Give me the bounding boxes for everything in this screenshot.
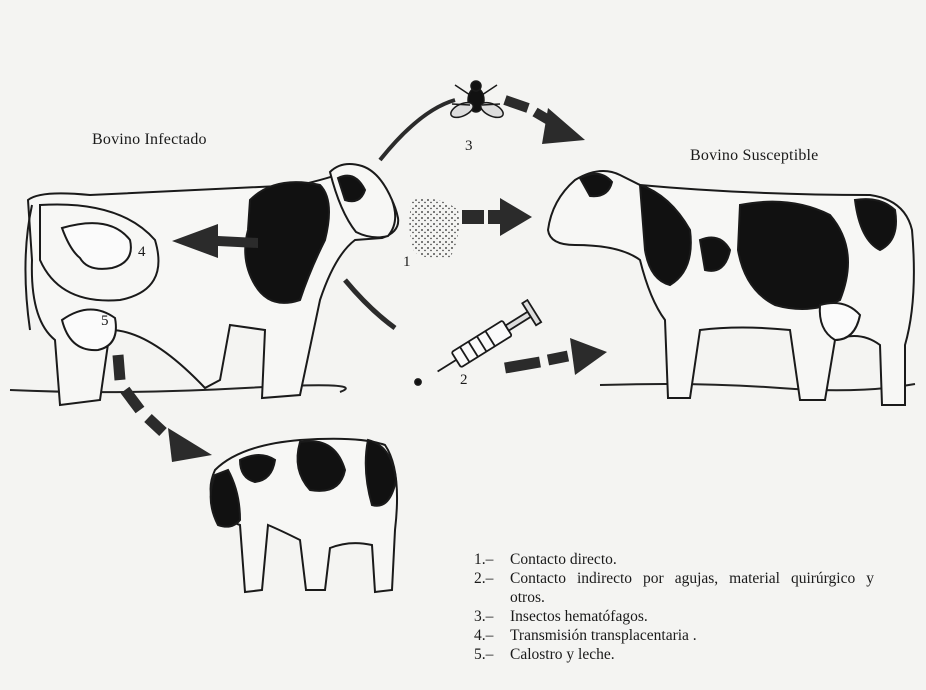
arrow-route-2 (345, 280, 395, 328)
legend-text: Calostro y leche. (510, 646, 615, 663)
legend-text: Contacto indirecto por agujas, material … (510, 569, 874, 607)
caption-susceptible-cow: Bovino Susceptible (690, 147, 818, 165)
arrow-route-1-dash-a (462, 210, 484, 224)
legend-text: Insectos hematófagos. (510, 608, 648, 625)
ground-right (600, 384, 915, 390)
legend-item-4: 4.– Transmisión transplacentaria . (474, 626, 874, 645)
fly-icon (449, 81, 506, 121)
caption-infected-cow: Bovino Infectado (92, 131, 207, 149)
arrow-route-3-head (542, 108, 585, 144)
legend-item-1: 1.– Contacto directo. (474, 550, 874, 569)
route-number-5: 5 (101, 313, 109, 330)
legend-number: 3.– (474, 607, 493, 626)
infected-cow (25, 164, 398, 405)
arrow-route-5-head (168, 428, 212, 462)
route-number-3: 3 (465, 138, 473, 155)
legend: 1.– Contacto directo. 2.– Contacto indir… (474, 550, 874, 664)
legend-number: 5.– (474, 645, 493, 664)
legend-item-5: 5.– Calostro y leche. (474, 645, 874, 664)
spray-icon (409, 199, 459, 259)
susceptible-cow (548, 171, 914, 405)
arrow-route-5 (118, 355, 163, 432)
legend-number: 2.– (474, 569, 493, 588)
route-number-2: 2 (460, 372, 468, 389)
legend-number: 1.– (474, 550, 493, 569)
syringe-icon (415, 300, 541, 385)
arrow-route-3 (380, 100, 455, 160)
legend-number: 4.– (474, 626, 493, 645)
arrow-route-2-head (570, 338, 607, 375)
route-number-1: 1 (403, 254, 411, 271)
arrow-route-1-dash-b (488, 210, 500, 224)
legend-text: Contacto directo. (510, 551, 617, 568)
legend-text: Transmisión transplacentaria . (510, 627, 697, 644)
calf (211, 439, 397, 592)
legend-item-3: 3.– Insectos hematófagos. (474, 607, 874, 626)
arrow-route-1-head (500, 198, 532, 236)
route-number-4: 4 (138, 244, 146, 261)
legend-item-2: 2.– Contacto indirecto por agujas, mater… (474, 569, 874, 607)
